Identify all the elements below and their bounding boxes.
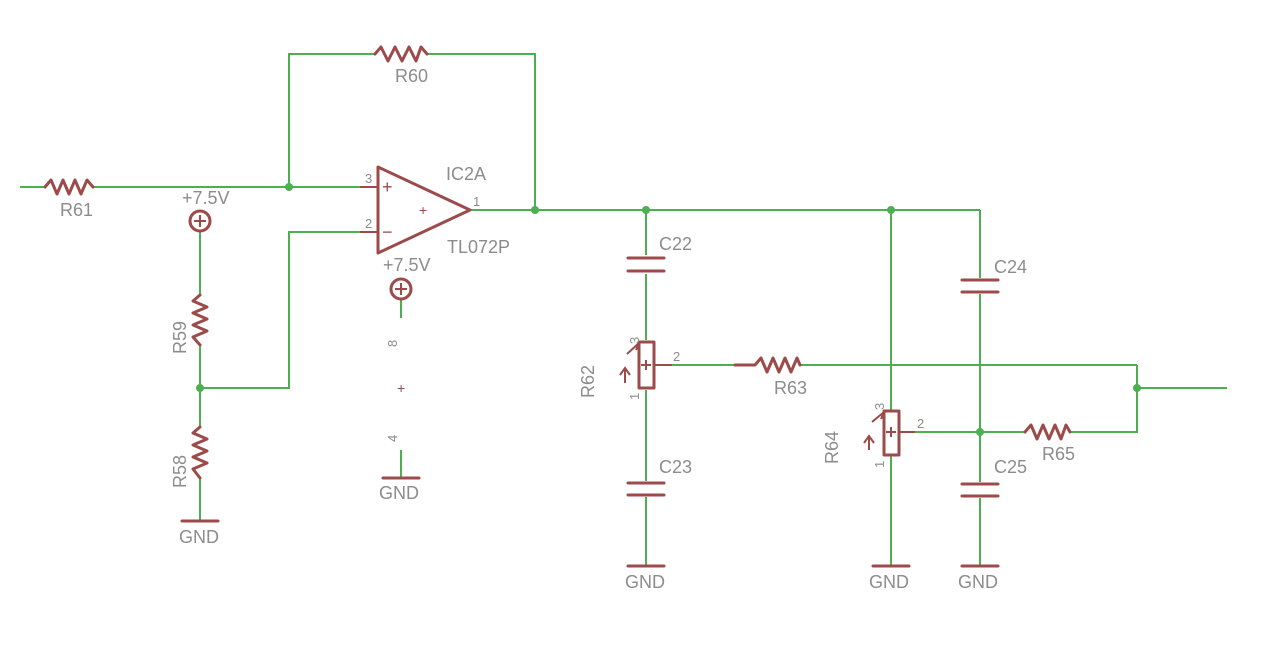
resistor-r63: R63 (733, 356, 807, 398)
opamp-pin-out: 1 (473, 194, 480, 209)
ground-c23: GND (625, 564, 666, 592)
gnd-opamp-label: GND (379, 483, 419, 503)
supply-opamp-label: +7.5V (383, 255, 431, 275)
resistor-r58-symbol (191, 425, 209, 480)
potentiometer-r64-trim-icon (871, 411, 885, 423)
resistor-r59: R59 (170, 293, 209, 354)
gnd-c23-label: GND (625, 572, 665, 592)
ground-c25: GND (958, 564, 1000, 592)
wire-feedback-right (427, 53, 536, 210)
opamp-pin-power-neg: 4 (385, 435, 400, 442)
supply-left-circle (188, 209, 212, 233)
gnd-r64-label: GND (869, 572, 909, 592)
ic-part-label: TL072P (447, 237, 510, 257)
junction-divider (196, 384, 204, 392)
resistor-r60-symbol (373, 45, 429, 63)
wire-feedback (288, 53, 375, 187)
r62-pin-wiper: 2 (673, 349, 680, 364)
opamp-pin-plus: 3 (365, 171, 372, 186)
supply-opamp: +7.5V (383, 255, 431, 301)
opamp-ic2a: + − + 3 2 1 IC2A TL072P + 8 4 (360, 164, 510, 442)
potentiometer-r62: R62 3 2 1 (578, 337, 680, 400)
opamp-power-center-sign: + (397, 380, 405, 396)
ground-opamp: GND (379, 476, 421, 503)
ground-r64: GND (869, 564, 911, 592)
potentiometer-r62-arrow-head (619, 366, 631, 376)
r58-label: R58 (170, 455, 190, 488)
capacitor-c22: C22 (626, 234, 692, 273)
resistor-r65: R65 (1023, 423, 1075, 464)
junction-out (1133, 384, 1141, 392)
ground-r58: GND (179, 519, 220, 547)
junction-output (531, 206, 539, 214)
resistor-r63-symbol (733, 356, 802, 374)
r59-label: R59 (170, 321, 190, 354)
resistor-r59-symbol (191, 293, 209, 347)
r64-pin-wiper: 2 (917, 416, 924, 431)
r64-label: R64 (822, 431, 842, 464)
r62-pin-bottom: 1 (627, 393, 642, 400)
r60-label: R60 (395, 66, 428, 86)
gnd-c25-label: GND (958, 572, 998, 592)
capacitor-c23: C23 (626, 457, 692, 497)
r62-pin-top: 3 (627, 337, 642, 344)
wire-minus-input (200, 231, 360, 389)
supply-left-label: +7.5V (182, 188, 230, 208)
r65-label: R65 (1042, 444, 1075, 464)
supply-opamp-circle (389, 277, 413, 301)
opamp-triangle (376, 165, 472, 255)
junctions (196, 183, 1141, 436)
opamp-center-sign: + (419, 202, 427, 218)
supply-left: +7.5V (182, 188, 230, 233)
wires (20, 53, 1227, 565)
r62-label: R62 (578, 365, 598, 398)
opamp-minus-sign: − (382, 222, 393, 242)
r64-pin-bottom: 1 (872, 461, 887, 468)
c24-label: C24 (994, 257, 1027, 277)
opamp-pin-minus: 2 (365, 216, 372, 231)
wire-r65-out (1070, 365, 1138, 433)
junction-c25 (976, 428, 984, 436)
potentiometer-r62-trim-icon (626, 342, 640, 355)
r63-label: R63 (774, 378, 807, 398)
capacitor-c24: C24 (960, 257, 1027, 294)
resistor-r65-symbol (1023, 423, 1072, 441)
r61-label: R61 (60, 200, 93, 220)
c22-label: C22 (659, 234, 692, 254)
ic-label: IC2A (446, 164, 486, 184)
resistor-r61: R61 (43, 178, 95, 220)
junction-input (285, 183, 293, 191)
resistor-r61-symbol (43, 178, 95, 196)
gnd-r58-label: GND (179, 527, 219, 547)
capacitor-c25: C25 (960, 457, 1027, 498)
potentiometer-r64-arrow-head (863, 434, 875, 444)
resistor-r60: R60 (373, 45, 429, 86)
opamp-plus-sign: + (382, 177, 393, 197)
opamp-pin-power-pos: 8 (385, 340, 400, 347)
r64-pin-top: 3 (872, 403, 887, 410)
junction-c22 (642, 206, 650, 214)
c23-label: C23 (659, 457, 692, 477)
resistor-r58: R58 (170, 425, 209, 488)
c25-label: C25 (994, 457, 1027, 477)
potentiometer-r64: R64 3 2 1 (822, 403, 924, 468)
junction-r64 (887, 206, 895, 214)
